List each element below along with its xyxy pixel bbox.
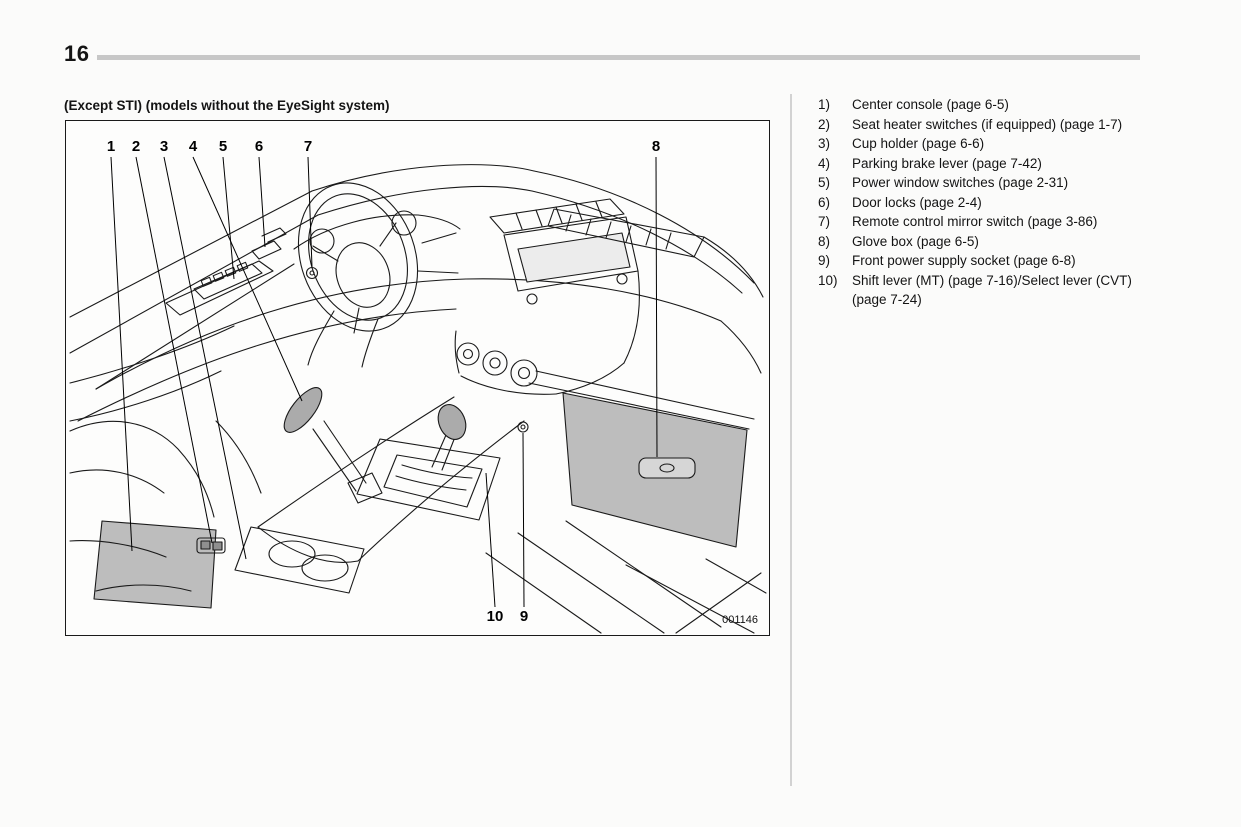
shift-surround <box>356 438 501 521</box>
legend-item-number: 1) <box>818 97 831 112</box>
legend-item-2: 2) Seat heater switches (if equipped) (p… <box>818 115 1152 135</box>
shift-knob <box>437 404 467 440</box>
center-console <box>93 387 525 609</box>
legend-list: 1) Center console (page 6-5) 2) Seat hea… <box>818 95 1152 310</box>
legend-item-number: 2) <box>818 116 831 132</box>
legend-item-text: Door locks (page 2-4) <box>852 194 982 210</box>
legend-item-text: Front power supply socket (page 6-8) <box>852 253 1076 268</box>
header-rule <box>97 55 1140 60</box>
seats <box>69 420 262 592</box>
legend-item-1: 1) Center console (page 6-5) <box>818 95 1152 115</box>
legend-item-4: 4) Parking brake lever (page 7-42) <box>818 154 1152 174</box>
legend-item-text: Cup holder (page 6-6) <box>852 136 985 151</box>
center-stack <box>454 198 764 395</box>
legend-item-number: 9) <box>818 253 831 268</box>
legend-item-8: 8) Glove box (page 6-5) <box>818 232 1152 252</box>
parking-brake-grip <box>283 387 323 433</box>
legend-item-text: Seat heater switches (if equipped) (page… <box>852 116 1123 132</box>
legend-item-text: Glove box (page 6-5) <box>852 233 979 249</box>
legend-item-number: 3) <box>818 136 831 151</box>
legend-item-10: 10) Shift lever (MT) (page 7-16)/Select … <box>818 271 1152 310</box>
figure-code: 001146 <box>722 614 758 626</box>
legend-item-text: Power window switches (page 2-31) <box>852 175 1069 190</box>
legend-item-text: Shift lever (MT) (page 7-16)/Select leve… <box>852 272 1132 308</box>
callout-labels: 1 2 3 4 5 6 7 8 10 9 <box>107 138 660 625</box>
callout-7: 7 <box>304 138 312 155</box>
legend-item-number: 6) <box>818 194 831 210</box>
callout-10: 10 <box>487 608 504 625</box>
legend-item-5: 5) Power window switches (page 2-31) <box>818 173 1152 193</box>
callout-1: 1 <box>107 138 115 155</box>
legend-item-6: 6) Door locks (page 2-4) <box>818 193 1152 213</box>
legend-item-text: Parking brake lever (page 7-42) <box>852 155 1042 171</box>
glove-box-handle <box>638 457 696 479</box>
console-box <box>93 520 217 609</box>
legend-item-number: 4) <box>818 155 831 171</box>
floor-lines <box>485 520 767 634</box>
page-number: 16 <box>64 41 90 66</box>
column-divider <box>790 94 792 786</box>
callout-4: 4 <box>189 138 198 155</box>
callout-2: 2 <box>132 138 140 155</box>
legend-item-text: Remote control mirror switch (page 3-86) <box>852 214 1098 229</box>
legend-item-number: 5) <box>818 175 831 190</box>
callout-3: 3 <box>160 138 168 155</box>
legend-item-text: Center console (page 6-5) <box>852 97 1009 112</box>
passenger-vent <box>547 208 705 258</box>
legend-item-3: 3) Cup holder (page 6-6) <box>818 134 1152 154</box>
glove-box <box>528 370 755 548</box>
figure-caption: (Except STI) (models without the EyeSigh… <box>64 98 390 113</box>
legend-item-9: 9) Front power supply socket (page 6-8) <box>818 251 1152 271</box>
door-lock-switch <box>251 240 282 260</box>
legend-item-number: 10) <box>818 272 838 288</box>
dashboard <box>77 210 762 422</box>
callout-leader-lines <box>110 156 658 608</box>
callout-8: 8 <box>652 138 660 155</box>
interior-diagram: 1 2 3 4 5 6 7 8 10 9 001146 <box>69 138 767 634</box>
steering-wheel <box>297 182 419 368</box>
callout-9: 9 <box>520 608 528 625</box>
figure-frame: 1 2 3 4 5 6 7 8 10 9 001146 <box>65 120 770 636</box>
legend-item-number: 8) <box>818 233 831 249</box>
callout-6: 6 <box>255 138 263 155</box>
door-panel <box>69 227 287 422</box>
legend-item-7: 7) Remote control mirror switch (page 3-… <box>818 212 1152 232</box>
callout-5: 5 <box>219 138 227 155</box>
power-window-switches <box>193 263 263 300</box>
cup-holder-tray <box>234 526 365 594</box>
interior-line-art <box>69 164 767 634</box>
power-socket <box>517 421 529 433</box>
legend-item-number: 7) <box>818 214 831 229</box>
